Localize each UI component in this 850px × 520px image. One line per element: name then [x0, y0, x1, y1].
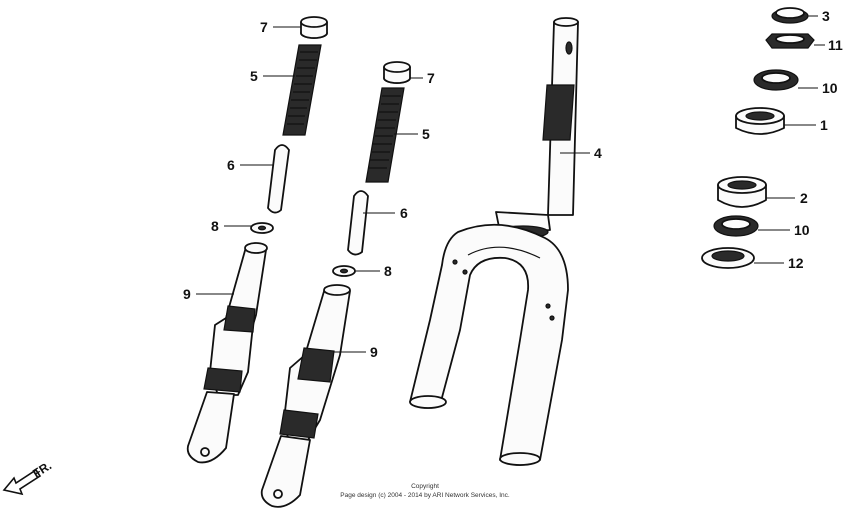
- part-8-washer-right[interactable]: [332, 265, 356, 277]
- callout-9-right: 9: [370, 344, 378, 360]
- callout-8-right: 8: [384, 263, 392, 279]
- callout-10-upper: 10: [822, 80, 838, 96]
- part-7-cap-left[interactable]: [300, 16, 328, 39]
- callout-3: 3: [822, 8, 830, 24]
- part-10-bearing-upper[interactable]: [753, 69, 799, 91]
- part-11-adjusting-nut[interactable]: [765, 33, 815, 49]
- part-2-lower-cone-race[interactable]: [717, 176, 767, 208]
- callout-6-right: 6: [400, 205, 408, 221]
- callout-4: 4: [594, 145, 602, 161]
- part-8-washer-left[interactable]: [250, 222, 274, 234]
- part-7-cap-right[interactable]: [383, 61, 411, 84]
- callout-2: 2: [800, 190, 808, 206]
- leader-lines: [196, 15, 825, 353]
- part-9-fork-leg-right[interactable]: [260, 284, 351, 508]
- front-direction-arrow: FR.: [2, 458, 54, 496]
- part-1-upper-cone-race[interactable]: [735, 107, 785, 135]
- arrow-left-icon: [2, 468, 42, 496]
- part-10-bearing-lower[interactable]: [713, 215, 759, 237]
- callout-7-left: 7: [260, 19, 268, 35]
- part-9-fork-leg-left[interactable]: [186, 242, 268, 464]
- callout-7-right: 7: [427, 70, 435, 86]
- part-5-spring-right[interactable]: [365, 87, 405, 183]
- callout-9-left: 9: [183, 286, 191, 302]
- callout-10-lower: 10: [794, 222, 810, 238]
- callout-5-right: 5: [422, 126, 430, 142]
- callout-12: 12: [788, 255, 804, 271]
- callout-6-left: 6: [227, 157, 235, 173]
- part-3-locknut[interactable]: [771, 7, 809, 24]
- part-6-collar-right[interactable]: [347, 190, 369, 256]
- part-12-bottom-race[interactable]: [701, 247, 755, 269]
- callout-8-left: 8: [211, 218, 219, 234]
- part-5-spring-left[interactable]: [282, 44, 322, 136]
- part-4-fork[interactable]: [409, 17, 579, 466]
- copyright-line-1: Copyright: [411, 483, 439, 490]
- part-6-collar-left[interactable]: [267, 144, 290, 214]
- callout-1: 1: [820, 117, 828, 133]
- callout-11: 11: [828, 37, 843, 53]
- copyright-line-2: Page design (c) 2004 - 2014 by ARI Netwo…: [340, 492, 510, 499]
- callout-5-left: 5: [250, 68, 258, 84]
